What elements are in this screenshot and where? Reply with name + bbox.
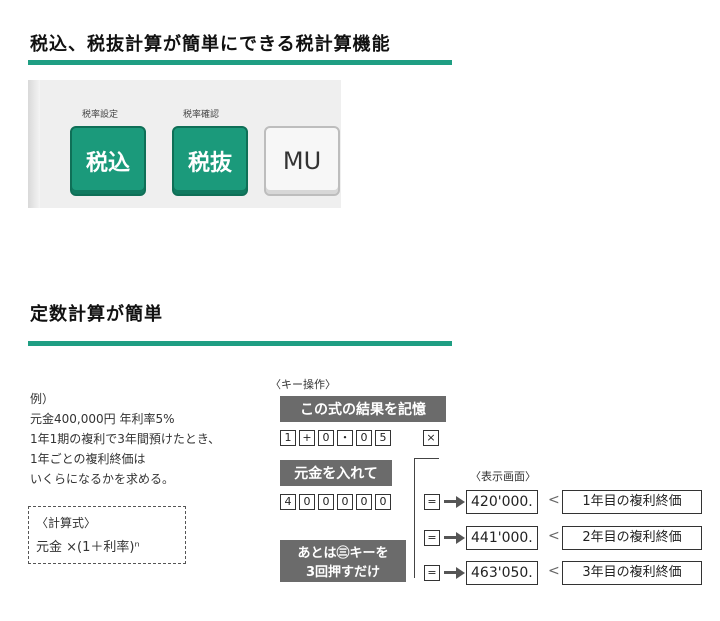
- arrow-icon: [456, 532, 465, 544]
- arrow-line: [444, 571, 458, 574]
- less-than-icon: <: [548, 492, 560, 508]
- key-caption-rate-check: 税率確認: [183, 110, 220, 120]
- result-label-1: 1年目の複利終価: [562, 490, 702, 514]
- key-dot[interactable]: ・: [337, 430, 353, 446]
- arrow-icon: [456, 567, 465, 579]
- banner-enter-principal: 元金を入れて: [280, 460, 392, 486]
- group-bracket-top: [414, 458, 439, 459]
- key-5[interactable]: 5: [375, 430, 391, 446]
- display-heading: 〈表示画面〉: [470, 470, 536, 483]
- formula-text: 元金 ×(1＋利率)ⁿ: [36, 540, 140, 555]
- example-line: 1年ごとの複利終価は: [30, 452, 146, 466]
- arrow-icon: [456, 496, 465, 508]
- section-title-constant: 定数計算が簡単: [30, 304, 163, 325]
- group-bracket: [414, 458, 415, 578]
- arrow-line: [444, 500, 458, 503]
- key-equals[interactable]: =: [424, 494, 440, 510]
- formula-label: 〈計算式〉: [36, 516, 97, 530]
- key-0[interactable]: 0: [318, 430, 334, 446]
- section-title-tax: 税込、税抜計算が簡単にできる税計算機能: [30, 34, 391, 55]
- key-plus[interactable]: +: [299, 430, 315, 446]
- formula-box: [28, 506, 186, 564]
- example-line: いくらになるかを求める。: [30, 472, 175, 486]
- less-than-icon: <: [548, 563, 560, 579]
- result-label-3: 3年目の複利終価: [562, 561, 702, 585]
- key-0[interactable]: 0: [337, 494, 353, 510]
- keyops-heading: 〈キー操作〉: [270, 378, 336, 391]
- mu-key[interactable]: MU: [264, 126, 340, 196]
- panel-edge: [28, 80, 40, 208]
- tax-excluded-key[interactable]: 税抜: [172, 126, 248, 196]
- key-0[interactable]: 0: [299, 494, 315, 510]
- tax-included-key[interactable]: 税込: [70, 126, 146, 196]
- key-1[interactable]: 1: [280, 430, 296, 446]
- key-multiply[interactable]: ×: [423, 430, 439, 446]
- example-line: 元金400,000円 年利率5%: [30, 412, 175, 426]
- key-0[interactable]: 0: [356, 430, 372, 446]
- banner-press-equals: あとは㊂キーを 3回押すだけ: [280, 540, 406, 582]
- key-equals[interactable]: =: [424, 530, 440, 546]
- section-divider: [28, 341, 452, 346]
- key-4[interactable]: 4: [280, 494, 296, 510]
- example-line: 1年1期の複利で3年間預けたとき、: [30, 432, 221, 446]
- banner-store-result: この式の結果を記憶: [280, 396, 446, 422]
- key-caption-rate-set: 税率設定: [82, 110, 119, 120]
- key-0[interactable]: 0: [356, 494, 372, 510]
- arrow-line: [444, 536, 458, 539]
- section-divider: [28, 60, 452, 65]
- banner-line: あとは㊂キーを: [297, 546, 389, 561]
- display-result-2: 441'000.: [466, 526, 538, 550]
- key-0[interactable]: 0: [318, 494, 334, 510]
- result-label-2: 2年目の複利終価: [562, 526, 702, 550]
- banner-line: 3回押すだけ: [305, 565, 381, 580]
- key-0[interactable]: 0: [375, 494, 391, 510]
- key-equals[interactable]: =: [424, 565, 440, 581]
- less-than-icon: <: [548, 528, 560, 544]
- display-result-1: 420'000.: [466, 490, 538, 514]
- example-heading: 例）: [30, 392, 55, 406]
- display-result-3: 463'050.: [466, 561, 538, 585]
